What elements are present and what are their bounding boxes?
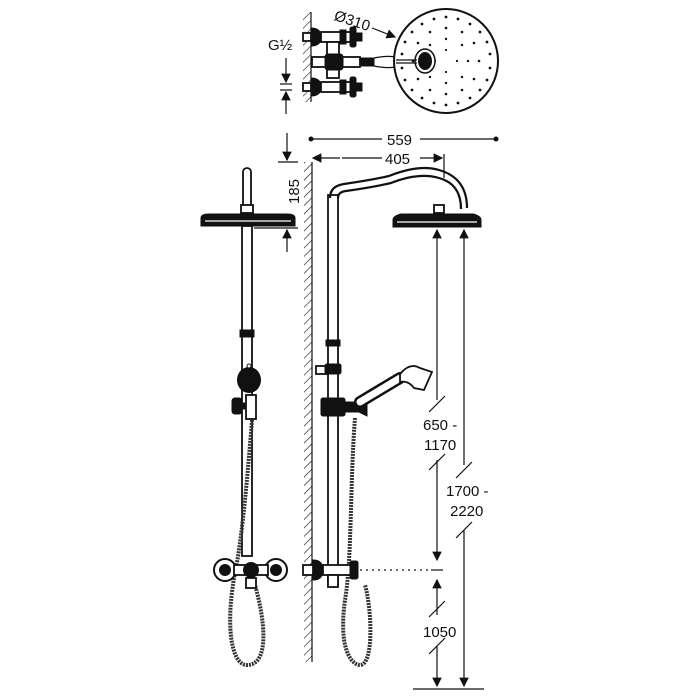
top-view: Ø310 G½ — [268, 7, 499, 114]
wall-hatch-top — [303, 12, 311, 102]
shower-arm — [328, 166, 469, 209]
dim-1170-label: 1170 — [424, 437, 456, 454]
mixer-front — [213, 558, 288, 589]
hose-front — [228, 419, 266, 668]
dim-2220-label: 2220 — [450, 503, 483, 520]
dimension-185: 185 — [254, 133, 303, 252]
dimension-total-height: 1700 - 2220 — [446, 228, 489, 688]
wall-hatch-side — [304, 162, 312, 662]
valve-lower — [302, 76, 363, 98]
front-view — [200, 167, 296, 668]
side-view — [302, 162, 482, 668]
hose-side — [341, 417, 373, 668]
dim-1700-label: 1700 - — [446, 483, 489, 500]
shower-head-top — [393, 8, 499, 114]
handshower-side — [354, 365, 434, 408]
dimension-405: 405 — [311, 151, 445, 178]
handshower-front — [237, 367, 261, 393]
mixer-side — [302, 559, 359, 588]
valve-upper — [302, 26, 363, 48]
dim-650-label: 650 - — [423, 417, 457, 434]
thread-label: G½ — [268, 37, 293, 54]
dim-559-label: 559 — [387, 132, 412, 149]
dim-1050-label: 1050 — [423, 624, 456, 641]
dim-405-label: 405 — [385, 151, 410, 168]
dimension-559: 559 — [308, 132, 499, 149]
dimension-handshower-range: 650 - 1170 1050 — [423, 228, 457, 688]
dim-185-label: 185 — [286, 179, 303, 204]
